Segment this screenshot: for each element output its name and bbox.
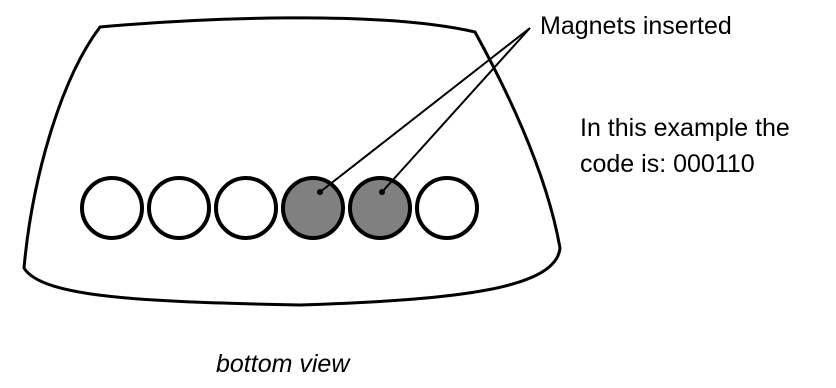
code-example-note-line2: code is: 000110: [580, 150, 755, 178]
bottom-view-caption: bottom view: [216, 350, 350, 378]
code-example-note-line1: In this example the: [580, 114, 790, 142]
magnet-slot-filled: [281, 176, 345, 240]
magnet-slot-empty: [80, 176, 144, 240]
magnets-inserted-label: Magnets inserted: [540, 12, 732, 40]
callout-arrow-dot: [379, 189, 385, 195]
code-example-note: In this example the code is: 000110: [580, 110, 790, 182]
callout-leader-line: [319, 27, 531, 193]
callout-arrow-dot: [317, 189, 323, 195]
magnet-slot-empty: [147, 176, 211, 240]
magnet-slot-filled: [348, 176, 412, 240]
device-body-outline: [22, 16, 562, 307]
callout-leader-line: [381, 27, 531, 193]
magnet-slot-row: [80, 176, 479, 240]
magnet-slot-empty: [214, 176, 278, 240]
magnet-slot-empty: [415, 176, 479, 240]
